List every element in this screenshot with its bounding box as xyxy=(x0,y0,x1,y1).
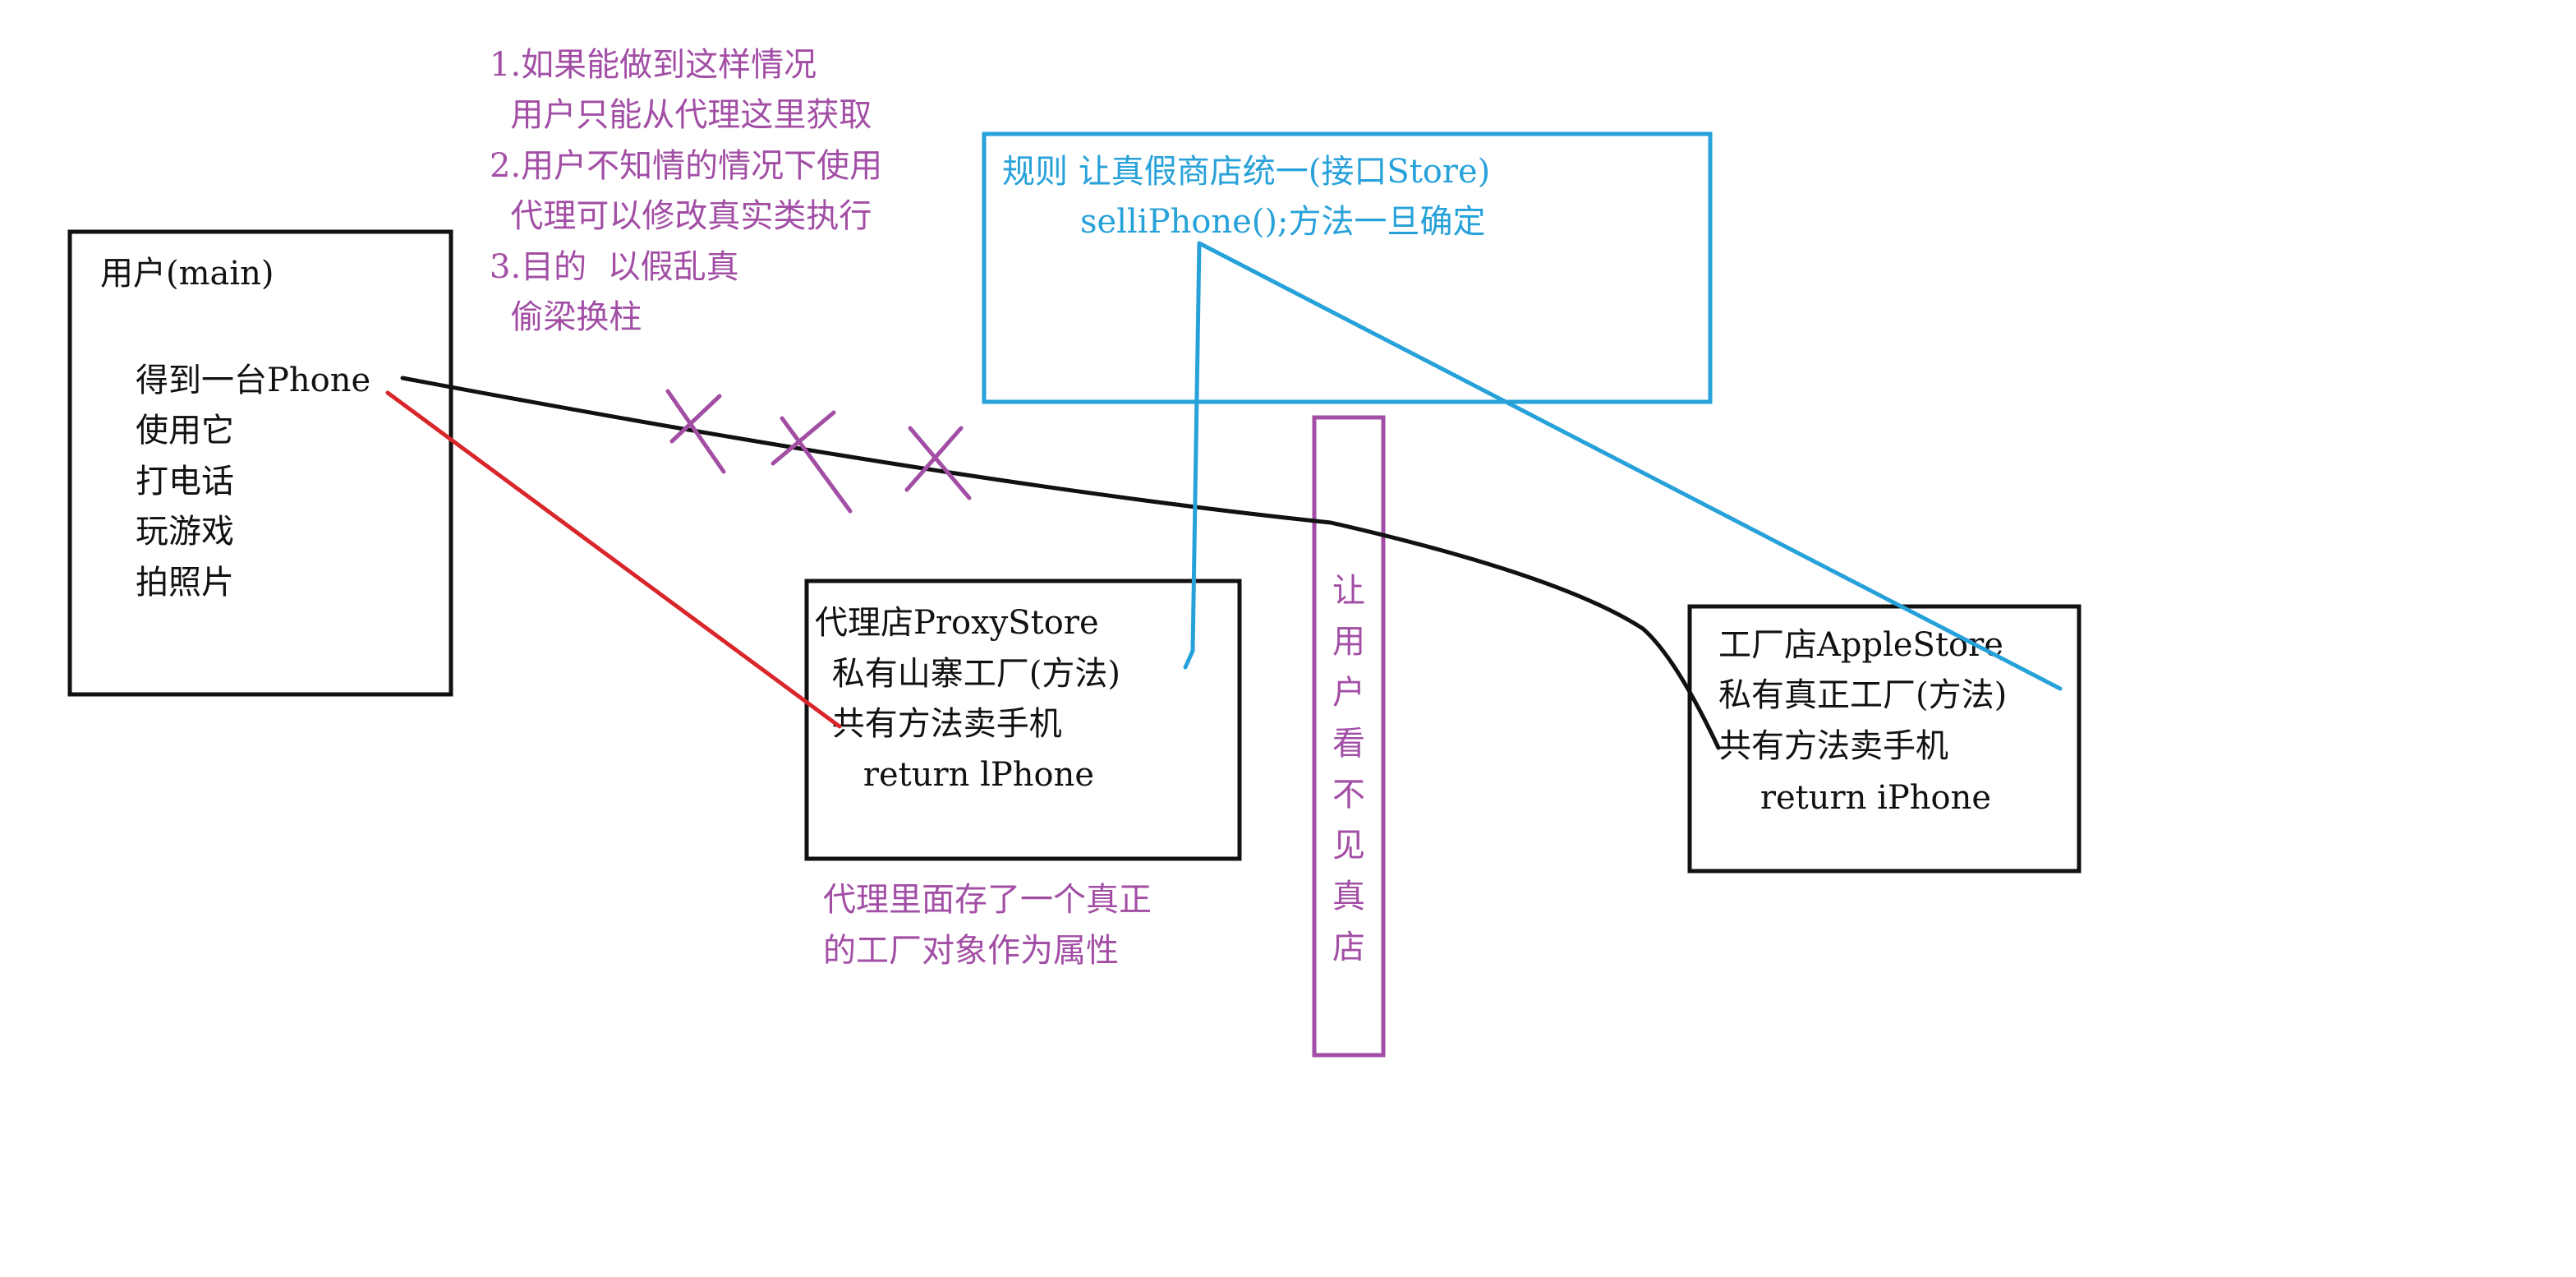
user-line-5: 拍照片 xyxy=(136,564,234,602)
user-line-2: 使用它 xyxy=(136,412,234,449)
apple-store-box xyxy=(1687,604,2082,874)
proxy-line-2: 私有山寨工厂(方法) xyxy=(821,655,1120,693)
note-line-2: 用户只能从代理这里获取 xyxy=(490,96,872,134)
user-to-apple-store-connector xyxy=(400,376,1721,750)
apple-line-3: 共有方法卖手机 xyxy=(1718,727,1948,765)
user-box-title: 用户(main) xyxy=(100,255,274,293)
note-line-4: 代理可以修改真实类执行 xyxy=(490,197,872,235)
proxy-line-1: 代理店ProxyStore xyxy=(815,604,1099,642)
cross-mark-3 xyxy=(904,426,972,500)
notes-block: 1.如果能做到这样情况 用户只能从代理这里获取 2.用户不知情的情况下使用 代理… xyxy=(490,46,882,336)
apple-line-2: 私有真正工厂(方法) xyxy=(1718,676,2007,714)
user-line-1: 得到一台Phone xyxy=(136,362,370,399)
rule-to-apple-connector xyxy=(1197,241,2063,691)
user-to-proxy-store-connector xyxy=(385,390,842,729)
hidden-char-7: 真 xyxy=(1332,878,1365,915)
hidden-store-box xyxy=(1312,415,1386,1058)
user-line-3: 打电话 xyxy=(136,463,234,500)
hidden-char-6: 见 xyxy=(1332,827,1365,864)
apple-line-1: 工厂店AppleStore xyxy=(1718,626,2003,664)
hidden-char-3: 户 xyxy=(1332,674,1365,712)
user-box xyxy=(67,229,453,697)
proxy-note-line-2: 的工厂对象作为属性 xyxy=(823,932,1119,970)
hidden-store-label: 让 用 户 看 不 见 真 店 xyxy=(1332,572,1365,966)
proxy-line-3: 共有方法卖手机 xyxy=(821,705,1062,743)
proxy-store-box xyxy=(804,579,1242,861)
note-line-6: 偷梁换柱 xyxy=(490,298,642,336)
rule-line-2: selliPhone();方法一旦确定 xyxy=(1080,203,1485,241)
hidden-char-5: 不 xyxy=(1332,776,1365,814)
note-line-3: 2.用户不知情的情况下使用 xyxy=(490,147,882,185)
apple-line-4: return iPhone xyxy=(1718,779,1991,817)
user-line-4: 玩游戏 xyxy=(136,513,234,551)
hidden-char-1: 让 xyxy=(1332,572,1365,610)
note-line-5: 3.目的 以假乱真 xyxy=(490,248,739,286)
proxy-note-line-1: 代理里面存了一个真正 xyxy=(823,881,1152,919)
hidden-char-4: 看 xyxy=(1332,725,1365,763)
note-line-1: 1.如果能做到这样情况 xyxy=(490,46,816,84)
proxy-line-4: return lPhone xyxy=(821,756,1094,794)
hidden-char-2: 用 xyxy=(1332,623,1365,661)
rule-line-1: 规则 让真假商店统一(接口Store) xyxy=(1002,153,1490,191)
blocked-path-marks xyxy=(665,389,972,514)
cross-mark-2 xyxy=(770,410,853,514)
interface-connectors xyxy=(1183,241,2063,691)
cross-mark-1 xyxy=(665,389,726,474)
rule-box xyxy=(982,131,1713,404)
hidden-char-8: 店 xyxy=(1332,929,1365,966)
rule-to-proxy-connector xyxy=(1183,241,1202,670)
